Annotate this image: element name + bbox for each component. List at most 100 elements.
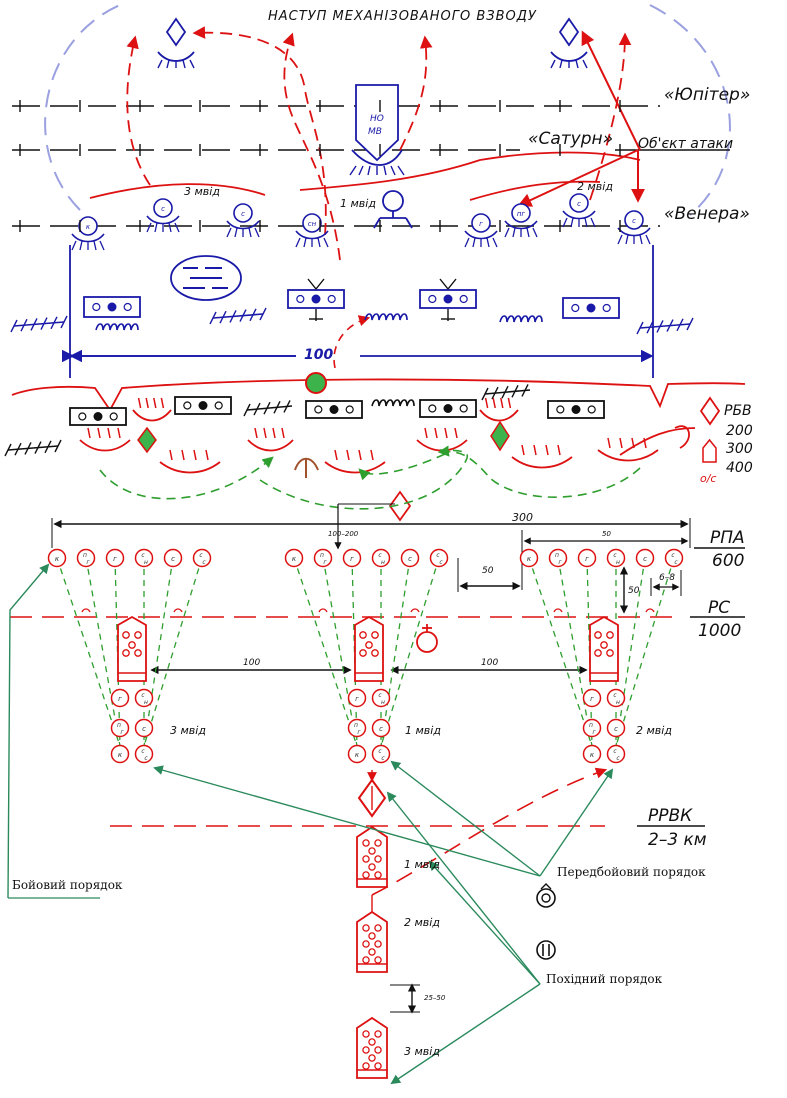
trench-icon (132, 409, 172, 422)
dim-6-8: 6–8 (659, 573, 675, 583)
soldier-icon (519, 548, 539, 568)
soldier-icon (624, 210, 644, 230)
svg-text:с: с (241, 210, 245, 218)
svg-text:с: с (577, 200, 581, 208)
svg-text:г: г (120, 729, 124, 736)
label-rpa: РПА (710, 528, 745, 548)
svg-text:г: г (592, 729, 596, 736)
dim-100-right: 100 (481, 658, 499, 668)
soldier-icon (313, 548, 333, 568)
dimension-lines (51, 503, 691, 1014)
svg-text:с: с (613, 748, 617, 755)
dim-300: 300 (512, 511, 533, 524)
soldier-icon (511, 203, 531, 223)
label-battle-order: Бойовий порядок (12, 878, 123, 892)
svg-text:к: к (118, 751, 123, 759)
svg-text:н: н (144, 559, 148, 566)
cp-label-bottom: МВ (368, 127, 382, 137)
line-vehicles (69, 396, 605, 426)
svg-text:г: г (118, 695, 122, 703)
svg-text:с: с (202, 559, 206, 566)
svg-text:с: с (614, 725, 618, 733)
label-jupiter: «Юпітер» (664, 85, 751, 105)
legend-rbv: РБВ (724, 403, 752, 419)
trench-icon (324, 461, 386, 474)
svg-text:к: к (292, 555, 297, 563)
soldier-icon (134, 688, 154, 708)
legend-200: 200 (726, 423, 753, 439)
svg-text:г: г (355, 695, 359, 703)
assault-frontlines (89, 151, 641, 201)
svg-text:к: к (86, 223, 91, 231)
soldier-icon (47, 548, 67, 568)
soldier-icon (606, 744, 626, 764)
svg-text:с: с (144, 755, 148, 762)
dim-50-vert: 50 (628, 586, 640, 596)
label-rpa-value: 600 (712, 551, 745, 571)
bmp-column-icon (356, 1016, 388, 1079)
departure-line (11, 372, 746, 412)
trench-icon (247, 439, 294, 452)
bmp-column-icon (356, 910, 388, 973)
barbed-wire-icon (639, 323, 691, 329)
svg-text:н: н (616, 559, 620, 566)
trench-icon (597, 449, 659, 462)
dim-100-200: 100–200 (328, 530, 359, 538)
svg-text:г: г (323, 559, 327, 566)
soldier-icon (371, 548, 391, 568)
svg-text:с: с (378, 552, 382, 559)
wire-coil-icon (95, 323, 139, 331)
squad-2-label: 2 мвід (577, 180, 613, 193)
svg-text:г: г (585, 555, 589, 563)
soldier-icon (347, 718, 367, 738)
green-maneuver-arrows (99, 445, 641, 510)
bmp-column-icon (117, 615, 147, 682)
line-wire-obstacles (4, 384, 531, 457)
label-rs-value: 1000 (698, 621, 742, 641)
svg-text:н: н (144, 699, 148, 706)
svg-text:г: г (113, 555, 117, 563)
svg-text:с: с (199, 552, 203, 559)
svg-text:с: с (379, 725, 383, 733)
soldier-icon (635, 548, 655, 568)
soldier-icon (163, 548, 183, 568)
soldier-icon (192, 548, 212, 568)
squad-3-label: 3 мвід (184, 185, 220, 198)
svg-text:с: с (171, 555, 175, 563)
group-3-label: 3 мвід (170, 724, 206, 737)
svg-text:г: г (86, 559, 90, 566)
svg-text:н: н (381, 559, 385, 566)
trench-arcs (79, 397, 696, 522)
label-saturn: «Сатурн» (528, 129, 614, 149)
legend-symbols (699, 396, 721, 463)
svg-text:к: к (590, 751, 595, 759)
trench-icon (479, 409, 519, 422)
svg-text:п: п (320, 552, 324, 559)
soldier-icon (76, 548, 96, 568)
dim-50-top: 50 (602, 530, 611, 538)
svg-text:с: с (408, 555, 412, 563)
top-diamond-markers (157, 17, 588, 69)
label-venera: «Венера» (664, 204, 750, 224)
label-prebattle-order: Передбойовий порядок (557, 865, 706, 879)
svg-text:с: с (436, 552, 440, 559)
svg-text:г: г (558, 559, 562, 566)
attack-arrows (126, 26, 645, 369)
wire-coil-icon (499, 315, 543, 323)
minefield-oval (170, 255, 242, 301)
group-2-label: 2 мвід (636, 724, 672, 737)
wire-coil-icon (371, 399, 415, 407)
label-rs: РС (708, 598, 731, 618)
label-march-order: Похідний порядок (546, 972, 663, 986)
soldier-icon (233, 203, 253, 223)
svg-text:н: н (381, 699, 385, 706)
callout-lines (7, 563, 614, 1085)
wire-coil-icon (364, 313, 408, 321)
bmp-column-icon (354, 615, 384, 682)
soldier-icon (302, 213, 322, 233)
